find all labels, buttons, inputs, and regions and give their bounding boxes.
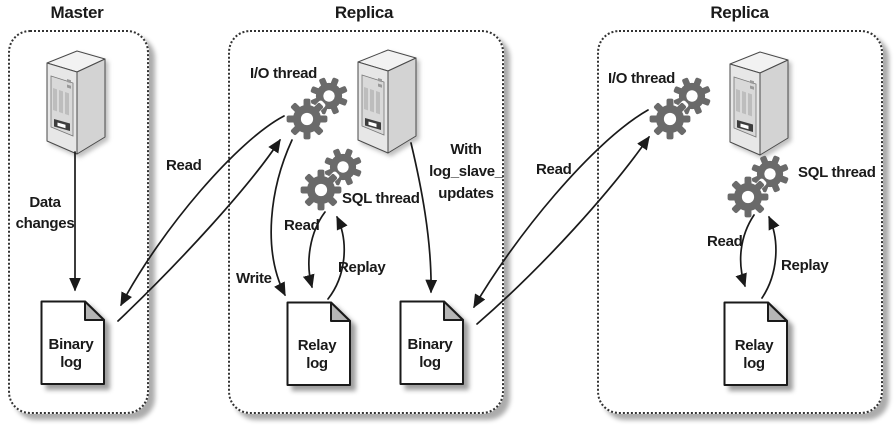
replica2-server-icon bbox=[729, 51, 789, 156]
replica1-io-thread-gears-icon bbox=[285, 75, 351, 141]
read-label-master-replica1: Read bbox=[166, 157, 202, 174]
with-log-slave-updates-label: With log_slave_ updates bbox=[429, 141, 503, 202]
data-changes-label: Data changes bbox=[15, 194, 75, 232]
replica1-sql-thread-label: SQL thread bbox=[342, 190, 420, 207]
replica1-title: Replica bbox=[334, 3, 394, 22]
replica2-title: Replica bbox=[710, 3, 769, 22]
replica2-sql-thread-gears-icon bbox=[726, 153, 792, 219]
master-binary-log-doc: Binary log bbox=[40, 300, 106, 386]
master-title: Master bbox=[50, 3, 104, 22]
master-binary-log-label: Binary log bbox=[48, 336, 94, 371]
replica2-sql-thread-label: SQL thread bbox=[798, 164, 876, 181]
replica1-relay-log-label: Relay log bbox=[297, 337, 337, 372]
replica2-replay-label: Replay bbox=[781, 257, 829, 274]
replica1-replay-label: Replay bbox=[338, 259, 386, 276]
replica1-binary-log-doc: Binary log bbox=[399, 300, 465, 386]
replica1-write-label: Write bbox=[236, 270, 272, 287]
replica1-server-icon bbox=[357, 49, 417, 154]
replica2-read-label: Read bbox=[707, 233, 743, 250]
replica1-read-label: Read bbox=[284, 217, 320, 234]
replica2-relay-log-doc: Relay log bbox=[723, 301, 789, 387]
read-label-replica1-replica2: Read bbox=[536, 161, 572, 178]
replica1-relay-log-doc: Relay log bbox=[286, 301, 352, 387]
replica1-io-thread-label: I/O thread bbox=[250, 65, 318, 82]
master-server-icon bbox=[46, 50, 106, 155]
replica2-relay-log-label: Relay log bbox=[734, 337, 774, 372]
replica2-io-thread-label: I/O thread bbox=[608, 70, 676, 87]
replica1-binary-log-label: Binary log bbox=[407, 336, 453, 371]
